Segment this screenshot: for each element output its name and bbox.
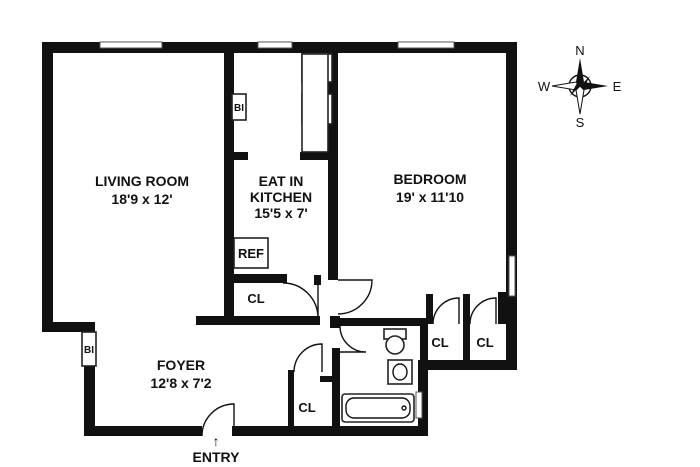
kitchen-counter	[301, 53, 329, 153]
kitchen-closet-label: CL	[247, 291, 264, 306]
bathroom-sink-icon	[387, 359, 413, 385]
foyer-closet-label: CL	[298, 400, 315, 415]
bedroom-closet-left-label: CL	[431, 335, 448, 350]
entry-label: ENTRY	[193, 449, 241, 465]
built-in-foyer-label: BI	[84, 345, 94, 356]
built-in-kitchen-label: BI	[234, 103, 244, 114]
compass-north: N	[575, 43, 584, 58]
entry-arrow-icon: ↑	[213, 433, 220, 449]
exterior-walls	[42, 42, 517, 436]
compass-icon	[551, 58, 608, 115]
built-in-kitchen-box	[231, 93, 247, 121]
refrigerator-box	[233, 237, 269, 269]
foyer-name: FOYER	[157, 357, 205, 373]
bedroom-name: BEDROOM	[393, 171, 466, 187]
windows	[99, 41, 516, 419]
refrigerator-label: REF	[238, 246, 264, 261]
doors	[201, 279, 497, 437]
living-room-name: LIVING ROOM	[95, 173, 189, 189]
compass-west: W	[538, 79, 551, 94]
built-in-foyer-box	[81, 331, 97, 367]
bedroom-closet-right-label: CL	[476, 335, 493, 350]
bedroom-size: 19' x 11'10	[396, 189, 464, 205]
interior-walls	[196, 42, 506, 430]
toilet-icon	[383, 328, 407, 355]
kitchen-size: 15'5 x 7'	[254, 205, 307, 221]
foyer-size: 12'8 x 7'2	[150, 375, 211, 391]
living-room-size: 18'9 x 12'	[111, 191, 172, 207]
compass-south: S	[576, 115, 585, 130]
kitchen-name-line1: EAT IN	[259, 173, 304, 189]
bathtub-icon	[341, 393, 415, 423]
compass-east: E	[613, 79, 622, 94]
kitchen-name-line2: KITCHEN	[250, 189, 312, 205]
